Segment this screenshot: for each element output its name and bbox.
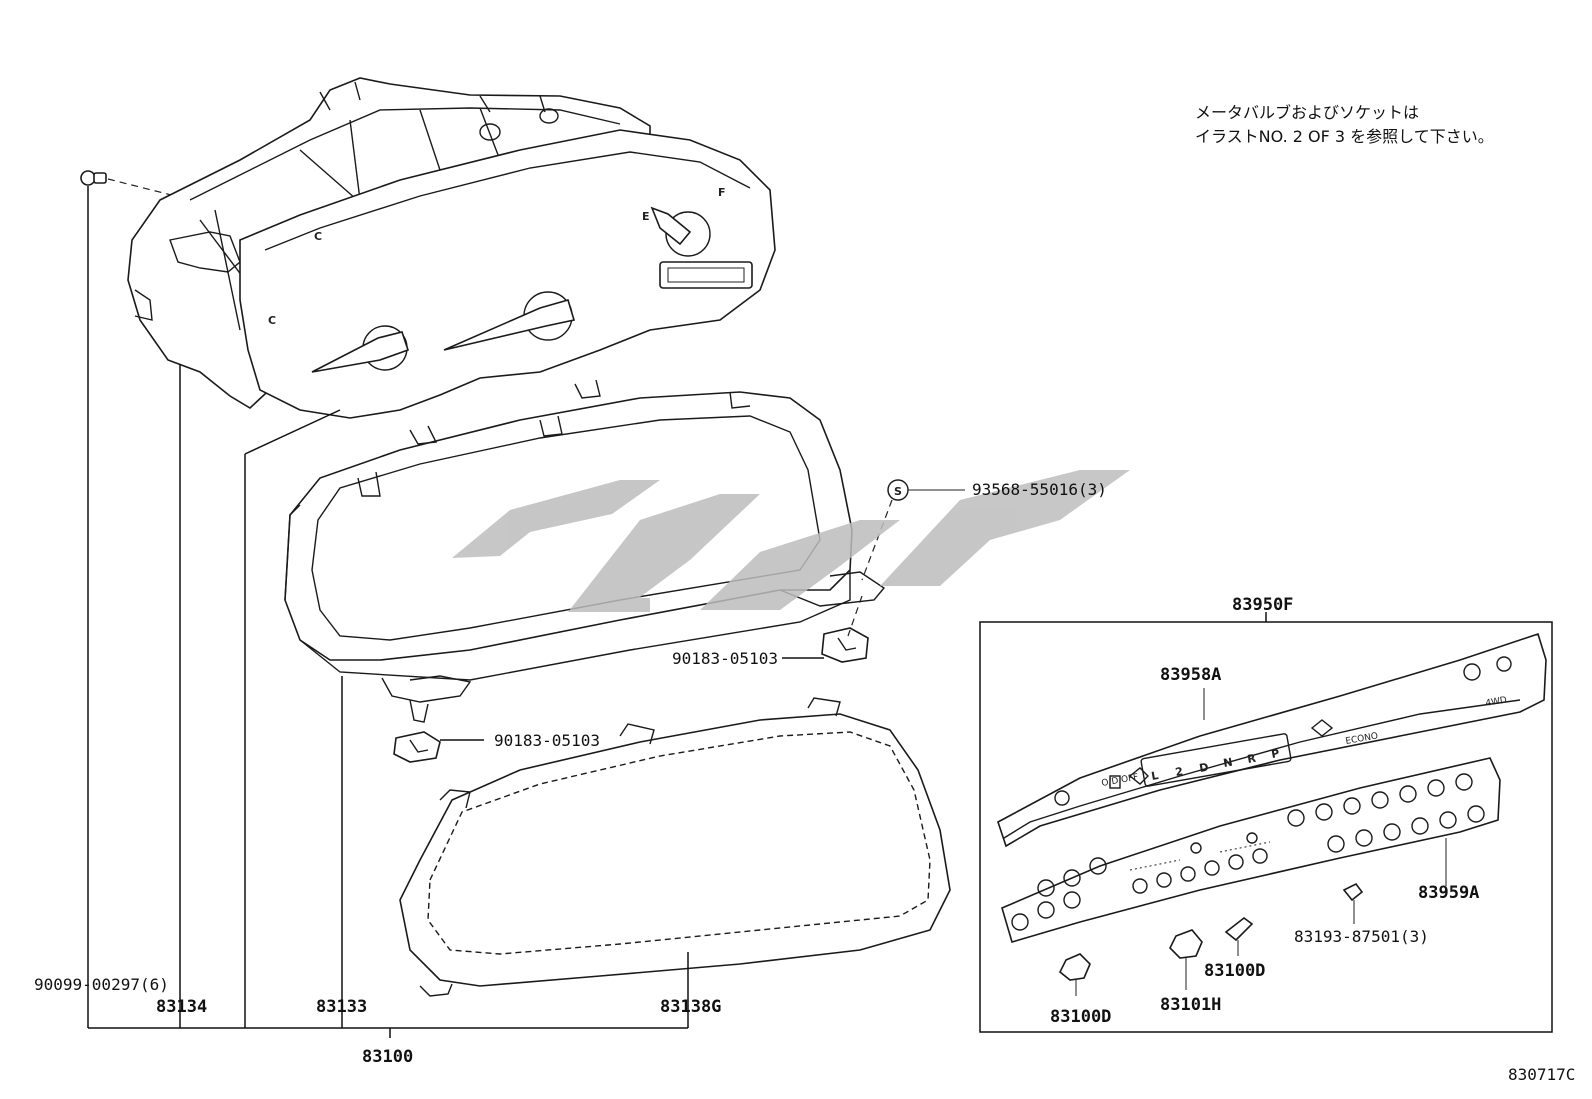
watermark-logo	[452, 470, 1130, 612]
gear-letter-d: D	[1198, 761, 1209, 775]
temp-gauge-c-mark: C	[268, 314, 276, 327]
gear-letter-n: N	[1222, 756, 1233, 770]
gear-indicator-row: L 2 D N R P	[1150, 747, 1280, 783]
socket-83100D-a-drawing	[1058, 953, 1091, 996]
gauge-dial-drawing: E F C C	[239, 129, 776, 419]
fuel-gauge-f-mark: F	[718, 186, 726, 199]
gear-letter-l: L	[1150, 769, 1159, 783]
label-90099-00297: 90099-00297(6)	[34, 975, 169, 994]
label-83133: 83133	[316, 997, 367, 1017]
gear-letter-r: R	[1246, 752, 1257, 766]
label-83101H: 83101H	[1160, 995, 1221, 1015]
label-90183-05103-b: 90183-05103	[494, 731, 600, 750]
fuel-gauge-e-mark: E	[642, 210, 650, 223]
screw-83193-drawing	[1342, 882, 1364, 924]
glass-lens-drawing	[399, 697, 951, 997]
s-symbol: S	[894, 485, 902, 498]
label-83959A: 83959A	[1418, 883, 1479, 903]
temp-gauge-h-mark: C	[314, 230, 322, 243]
label-83134: 83134	[156, 997, 207, 1017]
4wd-indicator: 4WD	[1485, 695, 1508, 709]
label-83193-87501: 83193-87501(3)	[1294, 927, 1429, 946]
label-93568-55016: 93568-55016(3)	[972, 480, 1107, 499]
gear-letter-2: 2	[1174, 765, 1184, 779]
label-83950F: 83950F	[1232, 595, 1293, 615]
label-83100D-a: 83100D	[1050, 1007, 1111, 1027]
label-83100D-b: 83100D	[1204, 961, 1265, 981]
label-83138G: 83138G	[660, 997, 721, 1017]
diagram-code: 830717C	[1508, 1065, 1575, 1084]
leader-lines-left	[87, 186, 824, 1038]
note-line-2: イラストNO. 2 OF 3 を参照して下さい。	[1195, 127, 1494, 146]
gear-letter-p: P	[1270, 747, 1280, 761]
bulb-83100D-b-drawing	[1224, 916, 1254, 956]
meter-hood-drawing	[284, 379, 886, 723]
socket-83101H-drawing	[1169, 929, 1203, 990]
screw-93568-drawing: S	[847, 479, 965, 637]
label-83100: 83100	[362, 1047, 413, 1067]
clip-90183-drawing	[393, 627, 869, 763]
note-line-1: メータバルブおよびソケットは	[1195, 103, 1419, 122]
board-holes	[1011, 773, 1485, 931]
label-90183-05103-a: 90183-05103	[672, 649, 778, 668]
label-83958A: 83958A	[1160, 665, 1221, 685]
subassembly-box-83950F: L 2 D N R P O/D OFF ECONO 4WD	[979, 612, 1553, 1033]
